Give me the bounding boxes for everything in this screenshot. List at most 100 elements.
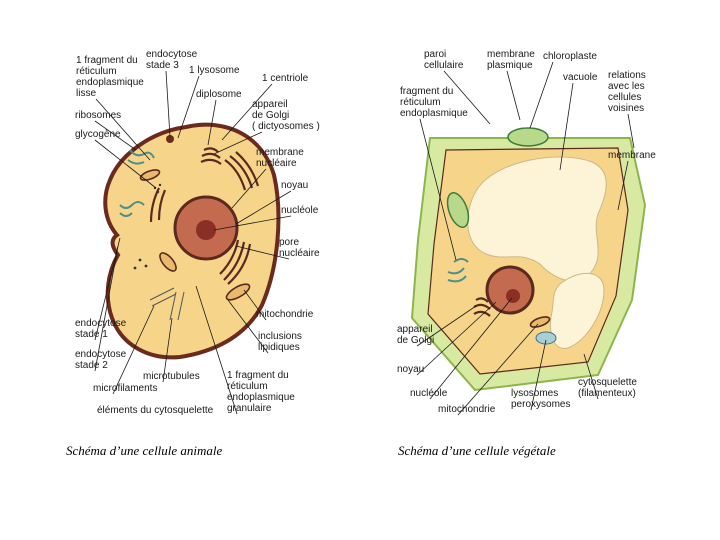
plant-label-vacuole: vacuole — [559, 72, 598, 171]
animal-label-text: noyau — [281, 180, 308, 191]
label-line: endocytose — [75, 318, 127, 329]
label-line: lipidiques — [258, 342, 300, 353]
label-line: lisse — [76, 88, 96, 99]
label-line: cellulaire — [424, 60, 464, 71]
plant-label-text: nucléole — [410, 388, 448, 399]
label-line: éléments du cytosquelette — [97, 405, 214, 416]
animal-label-text: diplosome — [196, 89, 242, 100]
label-line: diplosome — [196, 89, 242, 100]
plant-label-text: mitochondrie — [438, 404, 496, 415]
animal-label-text: microfilaments — [93, 383, 157, 394]
leader-line — [94, 139, 157, 189]
label-line: mitochondrie — [438, 404, 496, 415]
leader-line — [227, 299, 269, 354]
label-line: avec les — [608, 81, 645, 92]
leader-line — [529, 61, 554, 129]
plant-label-text: vacuole — [563, 72, 598, 83]
label-line: glycogène — [75, 129, 121, 140]
label-line: mitochondrie — [256, 309, 314, 320]
plant-lysosome — [535, 331, 557, 345]
label-line: chloroplaste — [543, 51, 597, 62]
label-line: paroi — [424, 49, 446, 60]
plant-nucleolus — [506, 289, 520, 303]
animal-label-text: 1 lysosome — [189, 65, 240, 76]
label-line: nucléaire — [279, 248, 320, 259]
leader-line — [162, 317, 173, 383]
plant-label-text: cytosquelette(filamenteux) — [578, 377, 637, 399]
animal-label-nucleole: nucléole — [213, 205, 319, 231]
label-line: de Golgi — [397, 335, 434, 346]
plant-cell-diagram — [410, 127, 647, 392]
leader-line — [112, 305, 155, 395]
plant-label-chloro: chloroplaste — [529, 51, 597, 129]
label-line: fragment du — [400, 86, 453, 97]
label-line: (filamenteux) — [578, 388, 636, 399]
animal-label-text: glycogène — [75, 129, 121, 140]
label-line: 1 lysosome — [189, 65, 240, 76]
animal-golgi — [200, 147, 222, 165]
animal-mitochondrion — [159, 252, 177, 272]
leader-line — [177, 75, 200, 139]
animal-label-microtub: microtubules — [143, 317, 200, 383]
label-line: vacuole — [563, 72, 598, 83]
leader-line — [627, 113, 635, 149]
label-line: de Golgi — [252, 110, 289, 121]
label-line: réticulum — [76, 66, 117, 77]
label-line: endocytose — [75, 349, 127, 360]
leader-line — [94, 120, 137, 151]
leader-line — [235, 245, 290, 260]
animal-label-ribo: ribosomes — [75, 110, 137, 151]
plant-label-text: membrane — [608, 150, 656, 161]
label-line: nucléole — [410, 388, 448, 399]
plant-label-membrane: membrane — [608, 150, 656, 211]
animal-label-text: microtubules — [143, 371, 200, 382]
animal-label-microfil: microfilaments — [93, 305, 157, 395]
leader-line — [429, 297, 513, 400]
animal-cell-diagram — [103, 122, 281, 360]
leader-line — [195, 285, 238, 415]
animal-label-cyto: éléments du cytosquelette — [97, 405, 214, 416]
animal-glycogen — [133, 183, 162, 270]
label-line: membrane — [487, 49, 535, 60]
leader-line — [617, 160, 629, 211]
label-line: 1 fragment du — [76, 55, 138, 66]
animal-cytoskeleton — [149, 287, 185, 321]
plant-vacuole — [467, 156, 607, 282]
animal-label-diplosome: diplosome — [196, 89, 242, 146]
leader-line — [207, 99, 217, 146]
label-line: pore — [279, 237, 299, 248]
label-line: 1 centriole — [262, 73, 309, 84]
label-line: relations — [608, 70, 646, 81]
animal-label-glyco: glycogène — [75, 129, 157, 189]
leader-line — [213, 131, 263, 155]
label-line: noyau — [281, 180, 308, 191]
leader-line — [416, 305, 477, 347]
label-line: endoplasmique — [400, 108, 468, 119]
label-line: cellules — [608, 92, 641, 103]
leader-line — [94, 237, 121, 341]
animal-er-lisse — [119, 149, 155, 217]
animal-label-text: mitochondrie — [256, 309, 314, 320]
label-line: membrane — [256, 147, 304, 158]
label-line: nucléole — [281, 205, 319, 216]
plant-label-mito: mitochondrie — [438, 323, 539, 416]
label-line: appareil — [252, 99, 288, 110]
plant-chloroplast — [507, 127, 549, 147]
animal-label-text: 1 centriole — [262, 73, 309, 84]
plant-label-text: chloroplaste — [543, 51, 597, 62]
